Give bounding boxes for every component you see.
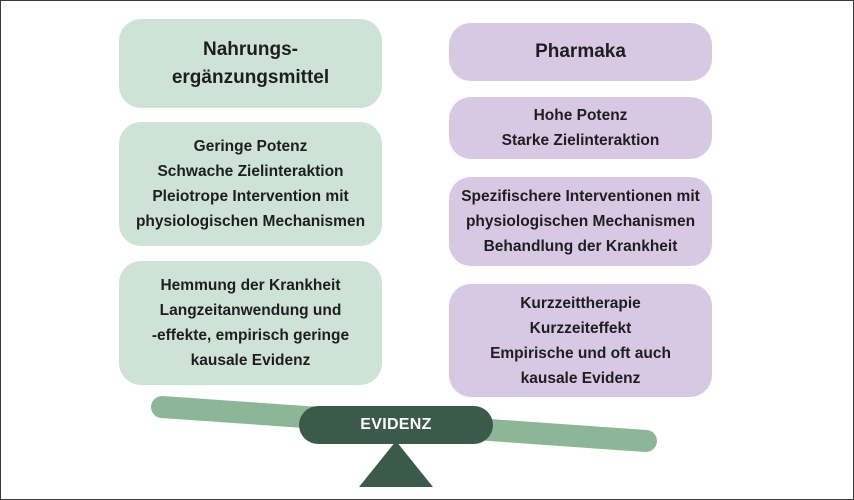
supplements-properties-box: Geringe Potenz Schwache Zielinteraktion … (119, 122, 382, 246)
evidence-label: EVIDENZ (299, 406, 493, 444)
pharma-evidence-line-2: Kurzzeiteffekt (529, 319, 632, 337)
pharma-mechanisms-line-1: Spezifischere Interventionen mit (461, 188, 700, 205)
supplements-effects-line-1: Hemmung der Krankheit (160, 277, 341, 294)
pharma-potency-line-2: Starke Zielinteraktion (501, 132, 660, 149)
supplements-effects-box: Hemmung der Krankheit Langzeitanwendung … (119, 261, 382, 385)
supplements-effects-line-3: -effekte, empirisch geringe (151, 327, 350, 344)
supplements-properties-line-4: physiologischen Mechanismen (135, 213, 366, 230)
supplements-effects-line-4: kausale Evidenz (190, 352, 311, 369)
supplements-properties-line-1: Geringe Potenz (193, 138, 308, 155)
pharma-potency-box: Hohe Potenz Starke Zielinteraktion (449, 97, 712, 159)
scale-fulcrum (359, 441, 433, 487)
pharma-mechanisms-line-2: physiologischen Mechanismen (465, 213, 696, 230)
pharma-evidence-line-3: Empirische und oft auch (490, 344, 671, 362)
supplements-title-box: Nahrungs- ergänzungsmittel (119, 19, 382, 108)
pharma-title: Pharmaka (535, 41, 626, 62)
supplements-title-line-2: ergänzungsmittel (171, 66, 330, 88)
supplements-effects-line-2: Langzeitanwendung und (159, 302, 342, 319)
supplements-title-line-1: Nahrungs- (203, 38, 298, 60)
supplements-properties-line-2: Schwache Zielinteraktion (157, 163, 344, 180)
supplements-properties-line-3: Pleiotrope Intervention mit (152, 188, 349, 205)
evidence-label-text: EVIDENZ (360, 416, 432, 433)
pharma-potency-line-1: Hohe Potenz (533, 107, 628, 124)
pharma-title-box: Pharmaka (449, 23, 712, 81)
pharma-evidence-line-4: kausale Evidenz (520, 369, 641, 387)
pharma-evidence-box: Kurzzeittherapie Kurzzeiteffekt Empirisc… (449, 284, 712, 397)
pharma-mechanisms-box: Spezifischere Interventionen mit physiol… (449, 177, 712, 266)
pharma-evidence-line-1: Kurzzeittherapie (520, 294, 641, 312)
pharma-mechanisms-line-3: Behandlung der Krankheit (483, 238, 678, 255)
